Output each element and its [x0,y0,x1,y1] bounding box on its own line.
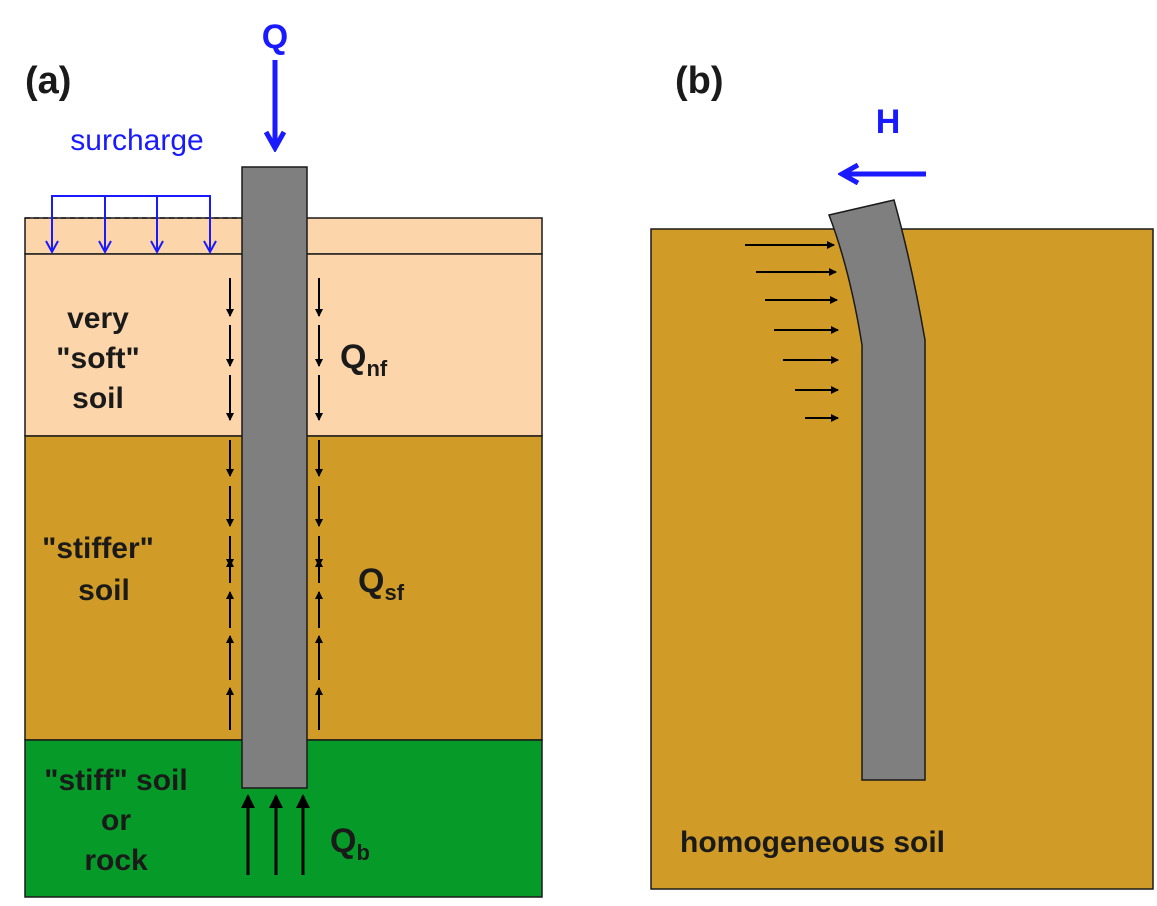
q-sf-label: Qsf [358,562,405,605]
q-b-sub: b [356,840,369,865]
surcharge-arrows [52,195,210,252]
lateral-reaction-arrows [745,241,839,422]
pile-b [827,199,926,781]
load-h-label: H [876,103,901,141]
panel-b-label: (b) [675,60,724,102]
stiffer-soil-label-2: soil [78,574,130,607]
q-b-label: Qb [330,822,370,865]
surcharge-label: surcharge [70,124,203,157]
soft-soil-label-3: soil [72,382,124,415]
q-nf-sub: nf [366,356,387,381]
panel-a-label: (a) [25,60,71,102]
stiffer-soil-label-1: "stiffer" [42,532,154,565]
q-sf-sub: sf [384,580,404,605]
panel-b: (b) H homogeneous soil [650,60,1154,890]
base-reaction-arrows [241,794,310,875]
q-nf-label: Qnf [340,338,388,381]
q-nf-main: Q [340,338,366,376]
soft-soil-label-1: very [67,302,129,335]
soft-soil-label-2: "soft" [56,342,139,375]
pile-a [241,166,308,789]
q-b-main: Q [330,822,356,860]
homogeneous-soil-label: homogeneous soil [680,826,945,859]
q-sf-main: Q [358,562,384,600]
stiff-soil-label-2: or [101,804,131,837]
stiff-soil-label-3: rock [84,844,148,877]
load-q-label: Q [262,18,288,56]
stiff-soil-label-1: "stiff" soil [44,764,187,797]
panel-a: (a) Q surcharge very "soft" soil "stiffe… [24,18,543,898]
